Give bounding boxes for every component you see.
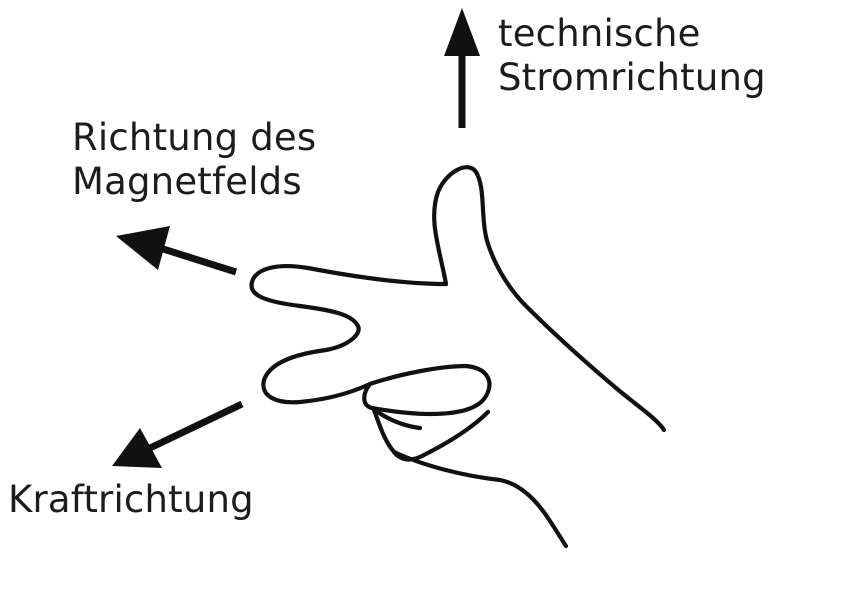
index-finger	[249, 264, 449, 353]
field-direction-label-line-2: Magnetfelds	[72, 160, 302, 203]
finger-crease	[369, 405, 423, 431]
field-direction-label-line-1: Richtung des	[72, 116, 317, 159]
field-direction-arrow	[116, 226, 238, 276]
field-direction-label: Richtung des Magnetfelds	[72, 116, 316, 204]
current-direction-label: technische Stromrichtung	[498, 12, 766, 100]
current-direction-label-line-2: Stromrichtung	[498, 56, 766, 99]
current-direction-arrow	[444, 8, 480, 128]
thumb-and-hand-edge	[432, 165, 667, 433]
force-direction-arrow	[112, 400, 244, 468]
curled-fingers	[362, 363, 492, 417]
wrist-edge	[391, 449, 569, 549]
current-direction-label-line-1: technische	[498, 12, 701, 55]
middle-finger	[261, 347, 373, 405]
force-direction-label: Kraftrichtung	[8, 478, 254, 521]
